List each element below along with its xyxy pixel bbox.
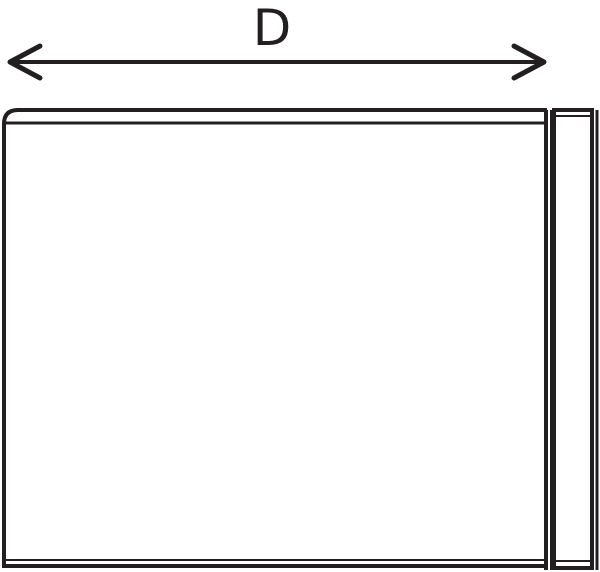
dimension-arrow: D: [7, 0, 547, 81]
side-panel: [544, 108, 599, 570]
panel-frame: [552, 108, 594, 570]
main-body: [2, 108, 547, 568]
dimension-label: D: [253, 0, 292, 57]
body-outline: [2, 108, 547, 568]
right-arrowhead-icon: [511, 43, 547, 81]
left-arrowhead-icon: [7, 43, 43, 81]
